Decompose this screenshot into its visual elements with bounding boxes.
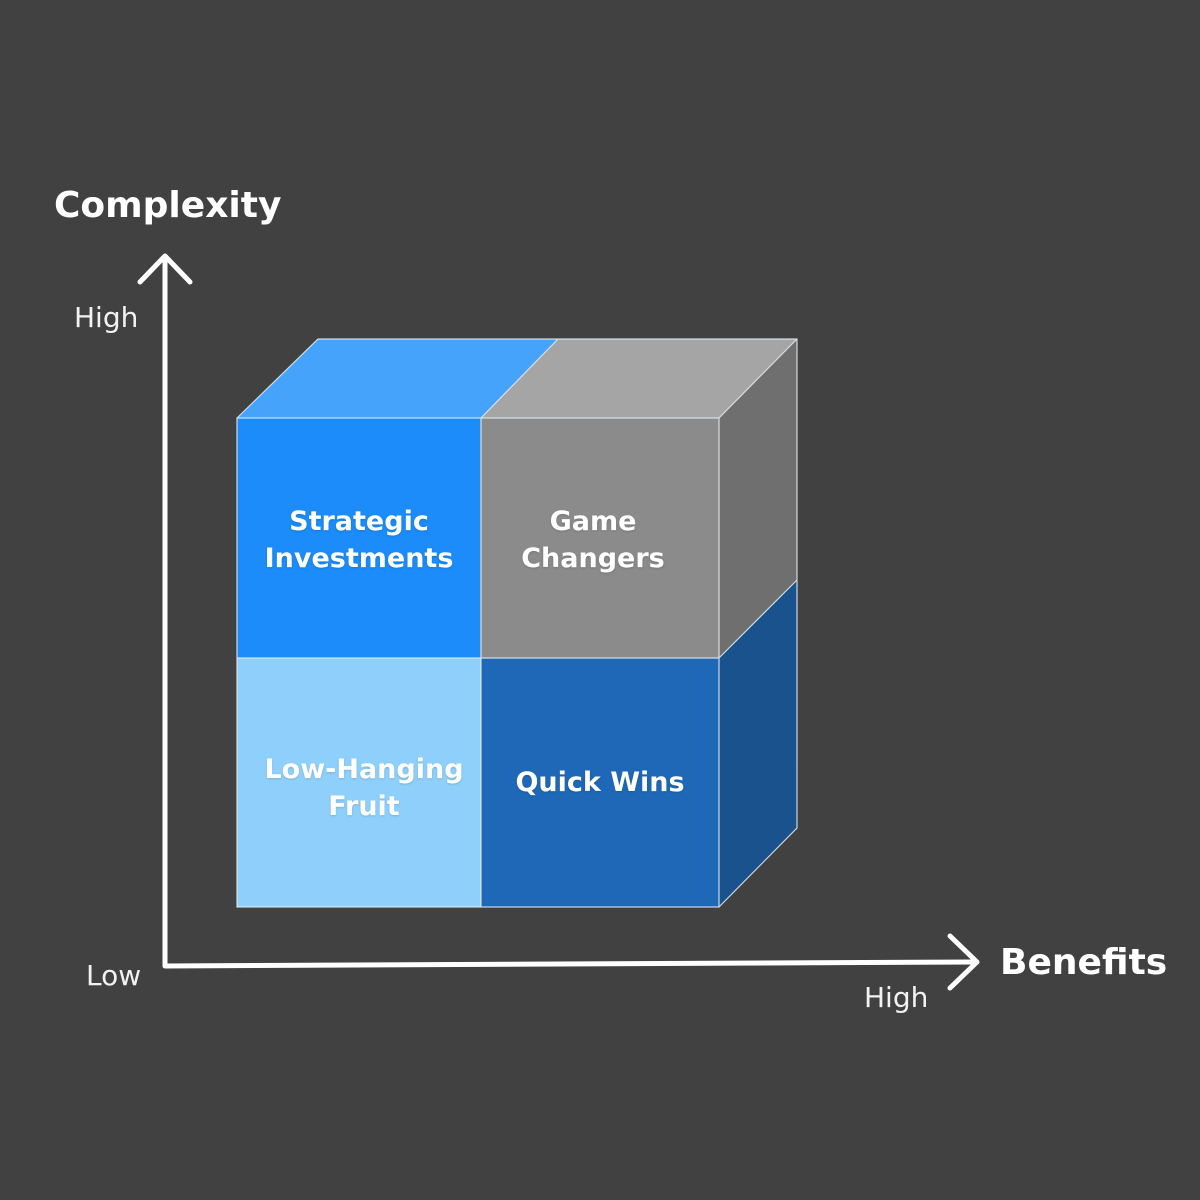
side-face-lower [719, 580, 797, 907]
label-quick-wins: Quick Wins [515, 766, 685, 798]
y-axis-arrowhead [137, 253, 193, 285]
top-face-left [237, 339, 558, 418]
side-face-upper [719, 339, 797, 658]
front-face-strategic-investments [237, 418, 481, 658]
top-face-right [481, 339, 797, 418]
label-strategic-investments: Strategic Investments [264, 506, 454, 574]
axes [137, 253, 980, 991]
axis-lines [162, 255, 978, 969]
y-axis-high-label: High [74, 301, 139, 334]
label-game-changers: Game Changers [521, 506, 665, 574]
x-axis-high-label: High [864, 981, 929, 1014]
front-face-quick-wins [481, 658, 719, 907]
x-axis-arrowhead [947, 933, 980, 991]
front-face-low-hanging-fruit [237, 658, 481, 907]
front-face-game-changers [481, 418, 719, 658]
y-axis-title: Complexity [54, 185, 282, 226]
x-axis-title: Benefits [1000, 942, 1168, 983]
label-low-hanging-fruit: Low-Hanging Fruit [264, 754, 464, 822]
cube-edges [236, 338, 798, 908]
origin-low-label: Low [86, 959, 142, 992]
